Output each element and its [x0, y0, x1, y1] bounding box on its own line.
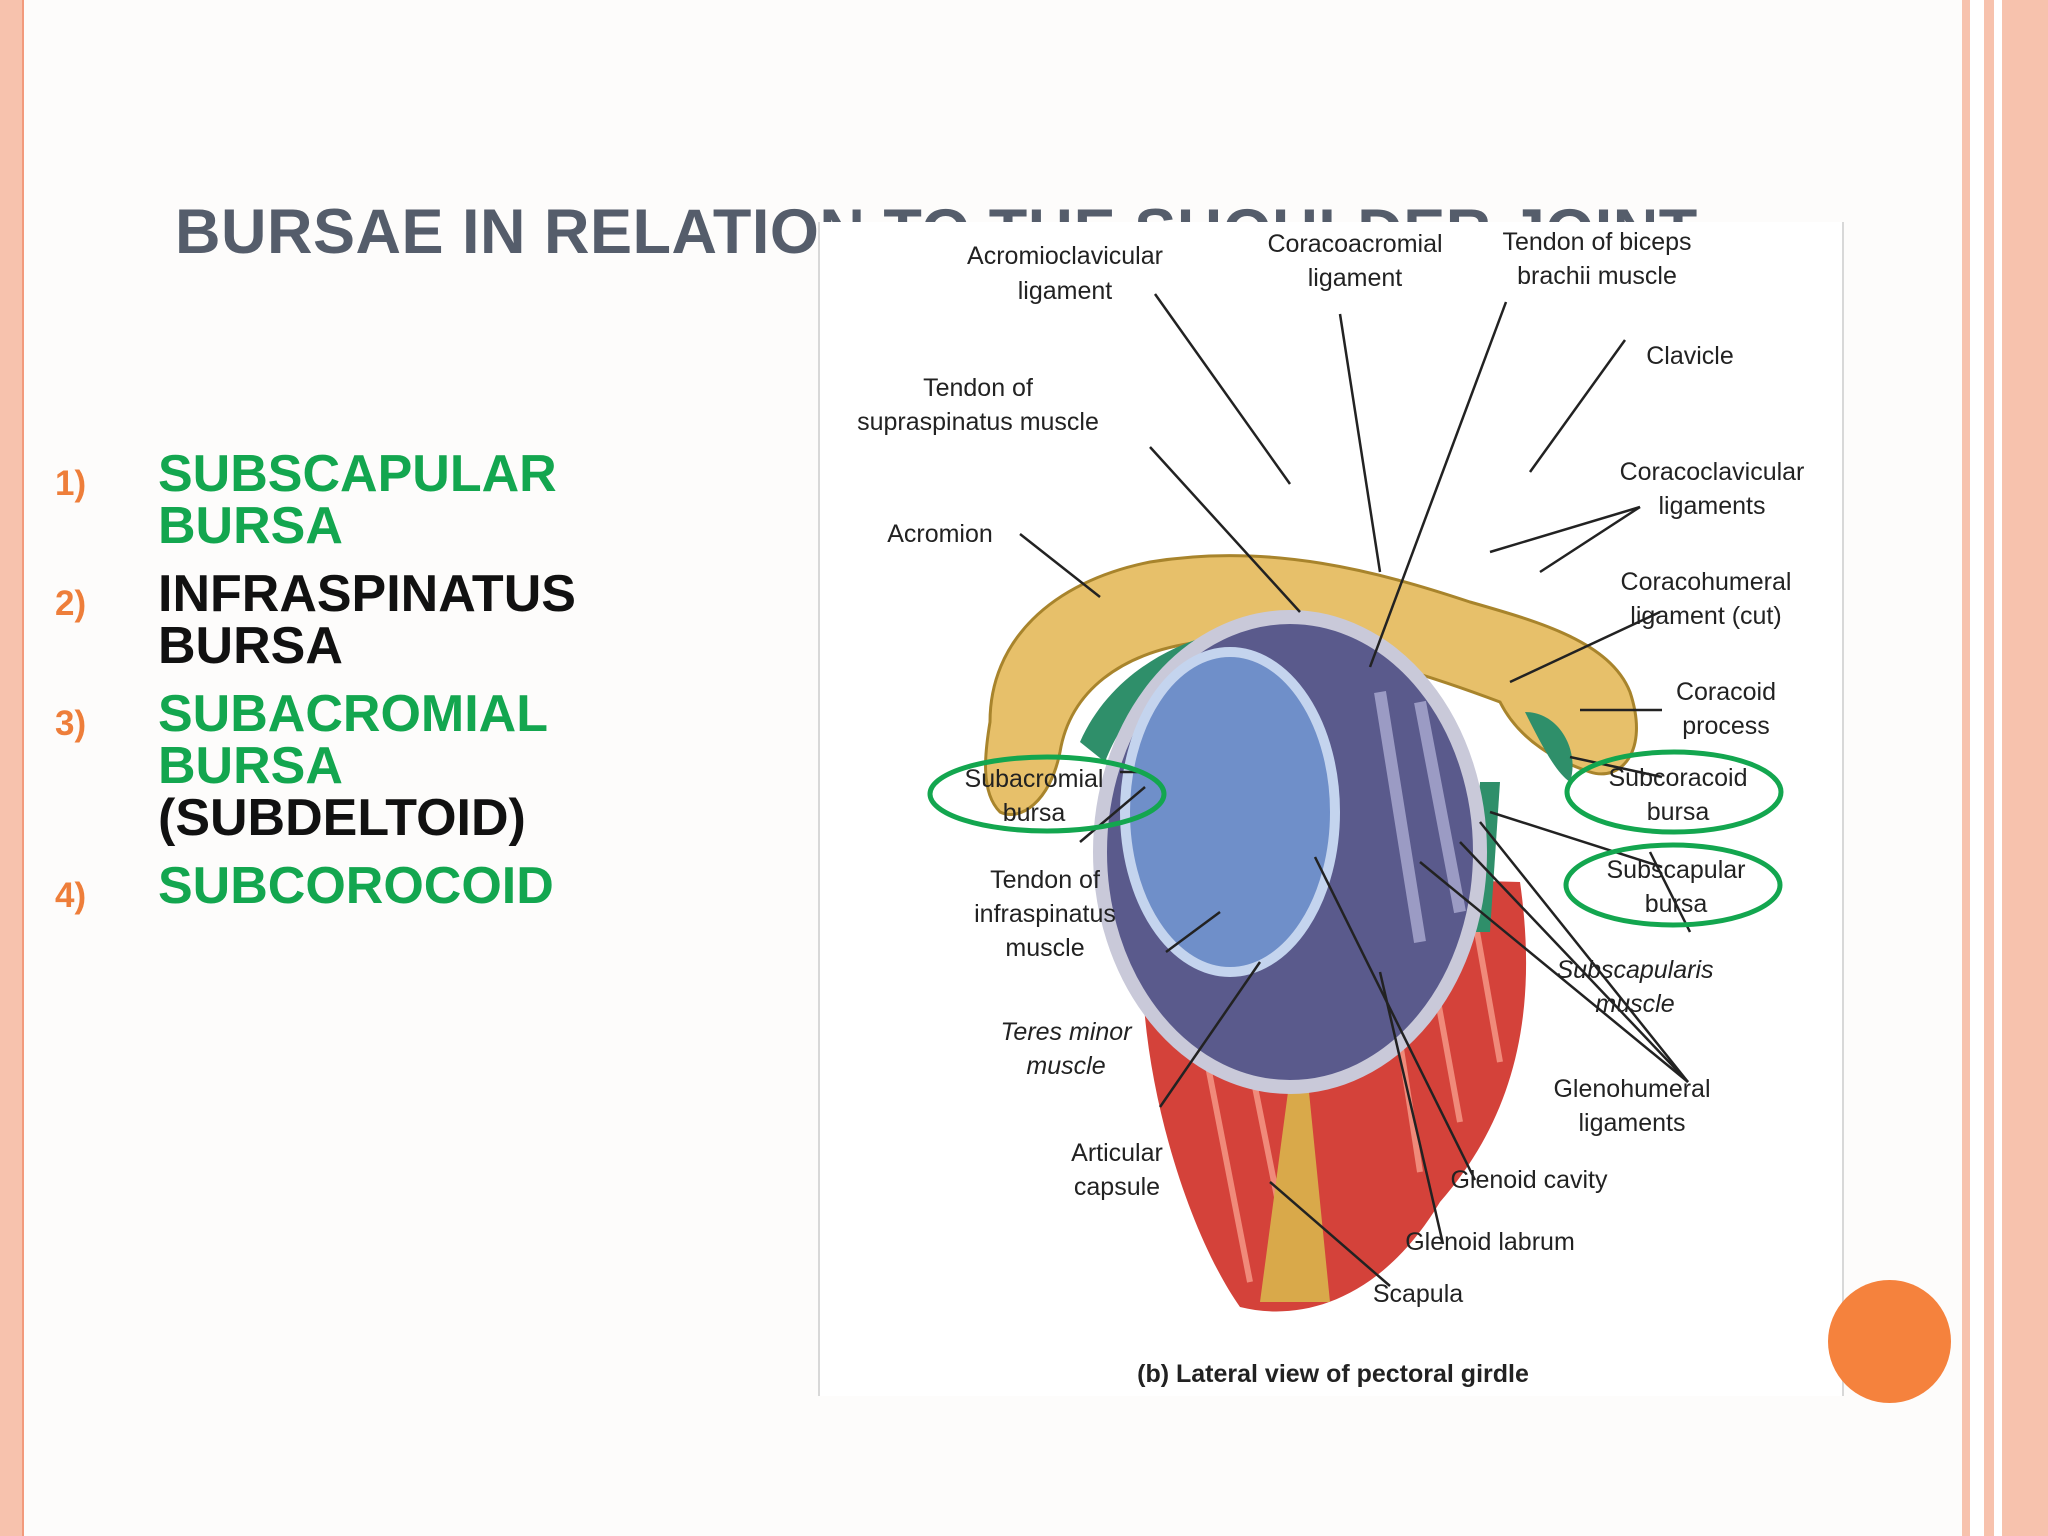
- subscapular-highlight-ring: [1563, 842, 1783, 928]
- label-biceps-tendon: Tendon of biceps: [1502, 228, 1691, 256]
- label-coracoid: Coracoid: [1676, 678, 1776, 706]
- label-coracohumeral: Coracohumeral: [1621, 568, 1792, 596]
- label-glenohumeral: Glenohumeral: [1553, 1075, 1710, 1103]
- list-number: 4): [55, 876, 87, 915]
- label-articular-capsule: capsule: [1074, 1173, 1160, 1201]
- subcoracoid-bursa-shape: [1525, 712, 1573, 782]
- label-infraspinatus: Tendon of: [990, 866, 1100, 894]
- list-item: 4) SUBCOROCOID: [55, 860, 628, 915]
- label-subscapularis: muscle: [1595, 990, 1674, 1018]
- label-acromioclavicular: ligament: [1018, 277, 1113, 305]
- left-frame-border: [0, 0, 22, 1536]
- list-item: 3) SUBACROMIAL BURSA (SUBDELTOID): [55, 688, 628, 844]
- glenohumeral-ligaments: [1374, 691, 1466, 943]
- list-label: SUBACROMIAL BURSA (SUBDELTOID): [158, 688, 628, 844]
- glenoid-cavity: [1120, 647, 1340, 977]
- subcoracoid-highlight-ring: [1564, 749, 1784, 835]
- right-frame-gap: [1994, 0, 2002, 1536]
- label-scapula: Scapula: [1373, 1280, 1463, 1308]
- label-subacromial-bursa: bursa: [1003, 799, 1066, 827]
- list-label: SUBSCAPULAR BURSA: [158, 448, 628, 552]
- label-glenoid-cavity: Glenoid cavity: [1450, 1166, 1608, 1194]
- anatomy-illustration: Acromioclavicular ligament Coracoacromia…: [857, 228, 1804, 1388]
- label-coracoclavicular: ligaments: [1659, 492, 1766, 520]
- leader-lines: [1019, 293, 1692, 1287]
- label-subcoracoid-bursa: bursa: [1647, 798, 1710, 826]
- accent-circle: [1828, 1280, 1951, 1403]
- label-subscapularis: Subscapularis: [1556, 956, 1713, 984]
- label-coracohumeral: ligament (cut): [1630, 602, 1781, 630]
- right-frame-stripe: [1984, 0, 1994, 1536]
- label-coracoacromial: ligament: [1308, 264, 1403, 292]
- list-line: SUBSCAPULAR: [158, 445, 557, 503]
- subacromial-highlight-ring: [927, 754, 1167, 834]
- label-subscapular-bursa: bursa: [1645, 890, 1708, 918]
- list-label: INFRASPINATUS BURSA: [158, 568, 628, 672]
- label-clavicle: Clavicle: [1646, 342, 1734, 370]
- list-line: SUBACROMIAL: [158, 685, 548, 743]
- figure-caption: (b) Lateral view of pectoral girdle: [1137, 1360, 1529, 1388]
- list-line: BURSA: [158, 617, 343, 675]
- list-line: BURSA: [158, 737, 343, 795]
- list-line: (SUBDELTOID): [158, 789, 526, 847]
- list-number: 1): [55, 464, 87, 503]
- label-biceps-tendon: brachii muscle: [1517, 262, 1677, 290]
- bursa-list: 1) SUBSCAPULAR BURSA 2) INFRASPINATUS BU…: [55, 448, 628, 928]
- label-glenohumeral: ligaments: [1579, 1109, 1686, 1137]
- acromion-clavicle: [984, 554, 1638, 816]
- label-coracoid: process: [1682, 712, 1770, 740]
- label-subscapular-bursa: Subscapular: [1607, 856, 1746, 884]
- label-glenoid-labrum: Glenoid labrum: [1405, 1228, 1575, 1256]
- list-item: 1) SUBSCAPULAR BURSA: [55, 448, 628, 552]
- list-line: BURSA: [158, 497, 343, 555]
- figure-labels: Acromioclavicular ligament Coracoacromia…: [857, 228, 1804, 1388]
- shoulder-anatomy-figure: Acromioclavicular ligament Coracoacromia…: [818, 222, 1844, 1396]
- list-item: 2) INFRASPINATUS BURSA: [55, 568, 628, 672]
- label-teres-minor: muscle: [1026, 1052, 1105, 1080]
- label-infraspinatus: infraspinatus: [974, 900, 1116, 928]
- label-subacromial-bursa: Subacromial: [965, 765, 1104, 793]
- list-label: SUBCOROCOID: [158, 860, 628, 912]
- list-number: 2): [55, 584, 87, 623]
- label-articular-capsule: Articular: [1071, 1139, 1163, 1167]
- label-subcoracoid-bursa: Subcoracoid: [1609, 764, 1748, 792]
- scapula-bone: [1260, 1002, 1330, 1302]
- right-frame-stripe: [1962, 0, 1970, 1536]
- label-coracoclavicular: Coracoclavicular: [1620, 458, 1805, 486]
- right-frame-border: [2002, 0, 2048, 1536]
- label-supraspinatus: Tendon of: [923, 374, 1033, 402]
- list-line: SUBCOROCOID: [158, 857, 554, 915]
- left-frame-line: [22, 0, 24, 1536]
- list-line: INFRASPINATUS: [158, 565, 576, 623]
- label-acromion: Acromion: [887, 520, 993, 548]
- label-teres-minor: Teres minor: [1000, 1018, 1133, 1046]
- label-acromioclavicular: Acromioclavicular: [967, 242, 1163, 270]
- label-supraspinatus: supraspinatus muscle: [857, 408, 1099, 436]
- list-number: 3): [55, 704, 87, 743]
- label-infraspinatus: muscle: [1005, 934, 1084, 962]
- right-frame-gap: [1970, 0, 1984, 1536]
- label-coracoacromial: Coracoacromial: [1267, 230, 1442, 258]
